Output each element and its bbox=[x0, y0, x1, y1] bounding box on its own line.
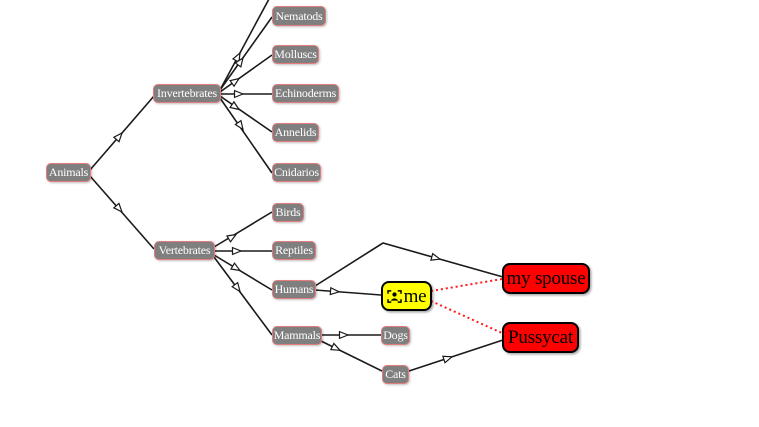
edge-humans-me bbox=[314, 289, 382, 296]
node-my-spouse[interactable]: my spouse bbox=[502, 263, 590, 294]
node-pussycat[interactable]: Pussycat bbox=[502, 322, 579, 353]
connector-me-my-spouse bbox=[430, 278, 503, 292]
node-label: Humans bbox=[274, 282, 314, 296]
arrowheads bbox=[112, 51, 454, 364]
node-echinoderms[interactable]: Echinoderms bbox=[272, 84, 339, 103]
edge-cats-pussycat bbox=[408, 339, 504, 372]
node-label: Birds bbox=[275, 205, 301, 219]
node-label: me bbox=[403, 285, 427, 307]
edge-invertebrates-annelids bbox=[219, 95, 273, 133]
node-cats[interactable]: Cats bbox=[382, 365, 409, 384]
node-annelids[interactable]: Annelids bbox=[272, 123, 319, 142]
edge-invertebrates-molluscs bbox=[219, 54, 273, 93]
node-label: Pussycat bbox=[508, 327, 573, 348]
node-label: Animals bbox=[48, 165, 89, 179]
node-humans[interactable]: Humans bbox=[272, 280, 316, 299]
node-label: Mammals bbox=[273, 328, 321, 342]
node-me[interactable]: me bbox=[381, 281, 432, 311]
node-label: Dogs bbox=[383, 328, 408, 342]
node-mammals[interactable]: Mammals bbox=[272, 326, 322, 345]
node-label: Reptiles bbox=[275, 243, 313, 257]
node-label: Annelids bbox=[274, 125, 317, 139]
edge-vertebrates-humans bbox=[213, 254, 273, 291]
edge-mammals-cats bbox=[320, 340, 383, 372]
node-animals[interactable]: Animals bbox=[46, 163, 91, 182]
node-label: Invertebrates bbox=[156, 86, 218, 100]
edge-humans-my-spouse bbox=[314, 242, 504, 287]
node-molluscs[interactable]: Molluscs bbox=[272, 45, 319, 64]
connector-me-pussycat bbox=[430, 300, 503, 334]
node-birds[interactable]: Birds bbox=[272, 203, 304, 222]
edge-invertebrates-nematods bbox=[219, 16, 273, 91]
edge-vertebrates-mammals bbox=[213, 256, 273, 336]
node-invertebrates[interactable]: Invertebrates bbox=[153, 84, 221, 103]
node-label: Vertebrates bbox=[158, 243, 211, 257]
node-dogs[interactable]: Dogs bbox=[381, 326, 410, 345]
node-cnidarios[interactable]: Cnidarios bbox=[272, 163, 321, 182]
edge-vertebrates-birds bbox=[213, 211, 273, 248]
node-label: my spouse bbox=[506, 268, 586, 289]
node-label: Molluscs bbox=[274, 47, 317, 61]
node-vertebrates[interactable]: Vertebrates bbox=[154, 241, 215, 260]
node-label: Cats bbox=[385, 367, 406, 381]
node-nematods[interactable]: Nematods bbox=[272, 6, 326, 26]
node-label: Echinoderms bbox=[274, 86, 337, 100]
node-label: Nematods bbox=[275, 8, 323, 23]
edge-invertebrates-cnidarios bbox=[219, 97, 273, 174]
node-reptiles[interactable]: Reptiles bbox=[272, 241, 316, 260]
node-label: Cnidarios bbox=[274, 165, 319, 179]
user-portrait-icon bbox=[386, 289, 402, 303]
edge-invertebrates-offscreen bbox=[219, 0, 270, 91]
